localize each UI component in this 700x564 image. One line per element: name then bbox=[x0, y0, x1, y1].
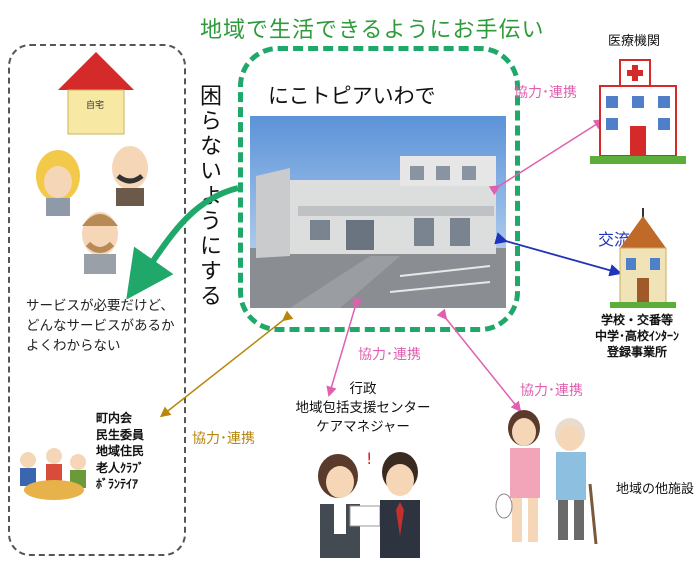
community-line: ﾎﾞﾗﾝﾃｲｱ bbox=[96, 477, 139, 491]
support-arrow bbox=[126, 185, 239, 300]
hospital-label: 医療機関 bbox=[608, 34, 661, 49]
admin-line: 行政 bbox=[349, 381, 377, 397]
community-group-illustration bbox=[20, 448, 86, 500]
admin-line: ケアマネジャー bbox=[316, 419, 410, 435]
community-line: 地域住民 bbox=[96, 444, 145, 458]
community-line: 民生委員 bbox=[96, 427, 145, 442]
svg-text:!: ! bbox=[366, 449, 372, 468]
hospital-icon bbox=[590, 59, 686, 164]
residents-illustration bbox=[36, 146, 148, 274]
community-line: 町内会 bbox=[96, 411, 133, 425]
exchange-label: 交流 bbox=[598, 230, 631, 249]
facility-building-image bbox=[250, 116, 506, 308]
other-facilities-label: 地域の他施設 bbox=[616, 482, 695, 497]
residents-region bbox=[8, 44, 186, 556]
coop-label-other: 協力･連携 bbox=[520, 383, 583, 399]
coop-label-community: 協力･連携 bbox=[192, 431, 255, 447]
elderly-care-illustration bbox=[495, 410, 598, 545]
community-connector bbox=[159, 310, 294, 418]
school-icon bbox=[610, 208, 676, 308]
admin-line: 地域包括支援センター bbox=[295, 400, 431, 416]
admin-connector bbox=[326, 297, 363, 398]
care-staff-illustration: ! bbox=[318, 449, 420, 558]
school-line: 登録事業所 bbox=[606, 345, 667, 359]
service-need-text: サービスが必要だけど、どんなサービスがあるかよくわからない bbox=[26, 298, 175, 354]
school-label: 学校・交番等 中学･高校ｲﾝﾀｰﾝ 登録事業所 bbox=[582, 312, 692, 360]
coop-label-admin: 協力･連携 bbox=[358, 347, 421, 363]
facility-name: にこトピアいわで bbox=[268, 84, 436, 108]
home-label: 自宅 bbox=[85, 101, 104, 111]
school-line: 中学･高校ｲﾝﾀｰﾝ bbox=[594, 329, 679, 343]
admin-label: 行政 地域包括支援センター ケアマネジャー bbox=[283, 380, 443, 437]
home-icon bbox=[58, 52, 134, 135]
coop-label-hospital: 協力･連携 bbox=[514, 85, 577, 101]
school-connector bbox=[494, 232, 623, 277]
diagram-title: 地域で生活できるようにお手伝い bbox=[200, 18, 545, 43]
school-line: 学校・交番等 bbox=[600, 313, 673, 327]
community-members-list: 町内会 民生委員 地域住民 老人ｸﾗﾌﾞ ﾎﾞﾗﾝﾃｲｱ bbox=[96, 410, 144, 493]
other-facilities-connector bbox=[436, 308, 522, 413]
hospital-connector bbox=[488, 119, 605, 196]
community-line: 老人ｸﾗﾌﾞ bbox=[96, 460, 145, 475]
